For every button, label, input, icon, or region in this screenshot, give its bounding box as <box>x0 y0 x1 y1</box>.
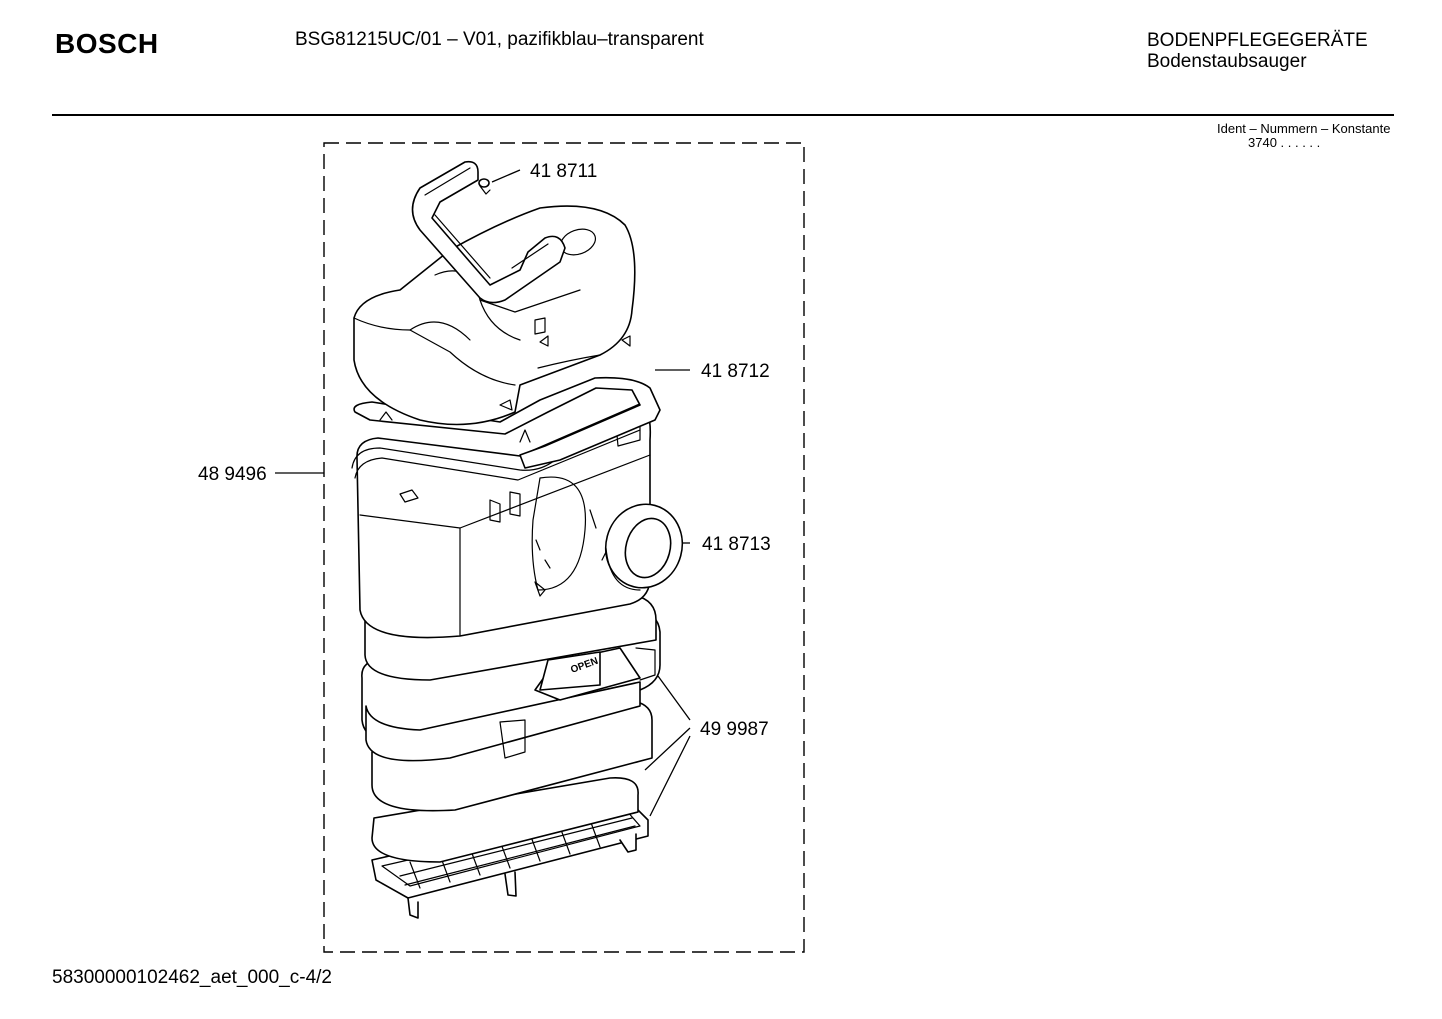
screw-part <box>478 178 491 195</box>
document-id: 58300000102462_aet_000_c-4/2 <box>52 967 332 988</box>
dust-container <box>351 403 652 639</box>
lower-filter-pad <box>371 777 639 863</box>
header-divider <box>52 114 1394 116</box>
leader-41-8711 <box>491 169 521 183</box>
lid-part <box>353 205 636 426</box>
part-number-41-8711: 41 8711 <box>530 161 597 182</box>
part-number-49-9987: 49 9987 <box>700 719 769 740</box>
brand-logo: BOSCH <box>55 28 159 59</box>
handle-part <box>411 160 566 304</box>
hose-ring-part <box>604 503 684 591</box>
assembly-boundary <box>323 142 805 953</box>
model-title: BSG81215UC/01 – V01, pazifikblau–transpa… <box>295 29 704 50</box>
part-number-48-9496: 48 9496 <box>198 464 267 485</box>
category-title: BODENPFLEGEGERÄTE <box>1147 30 1368 51</box>
part-number-41-8713: 41 8713 <box>702 534 771 555</box>
ident-label: Ident – Nummern – Konstante <box>1217 121 1391 136</box>
leader-49-9987 <box>644 675 691 817</box>
top-seal-41-8712 <box>353 376 661 469</box>
part-number-41-8712: 41 8712 <box>701 361 770 382</box>
subcategory-title: Bodenstaubsauger <box>1147 51 1307 72</box>
ident-value: 3740 . . . . . . <box>1248 135 1321 150</box>
